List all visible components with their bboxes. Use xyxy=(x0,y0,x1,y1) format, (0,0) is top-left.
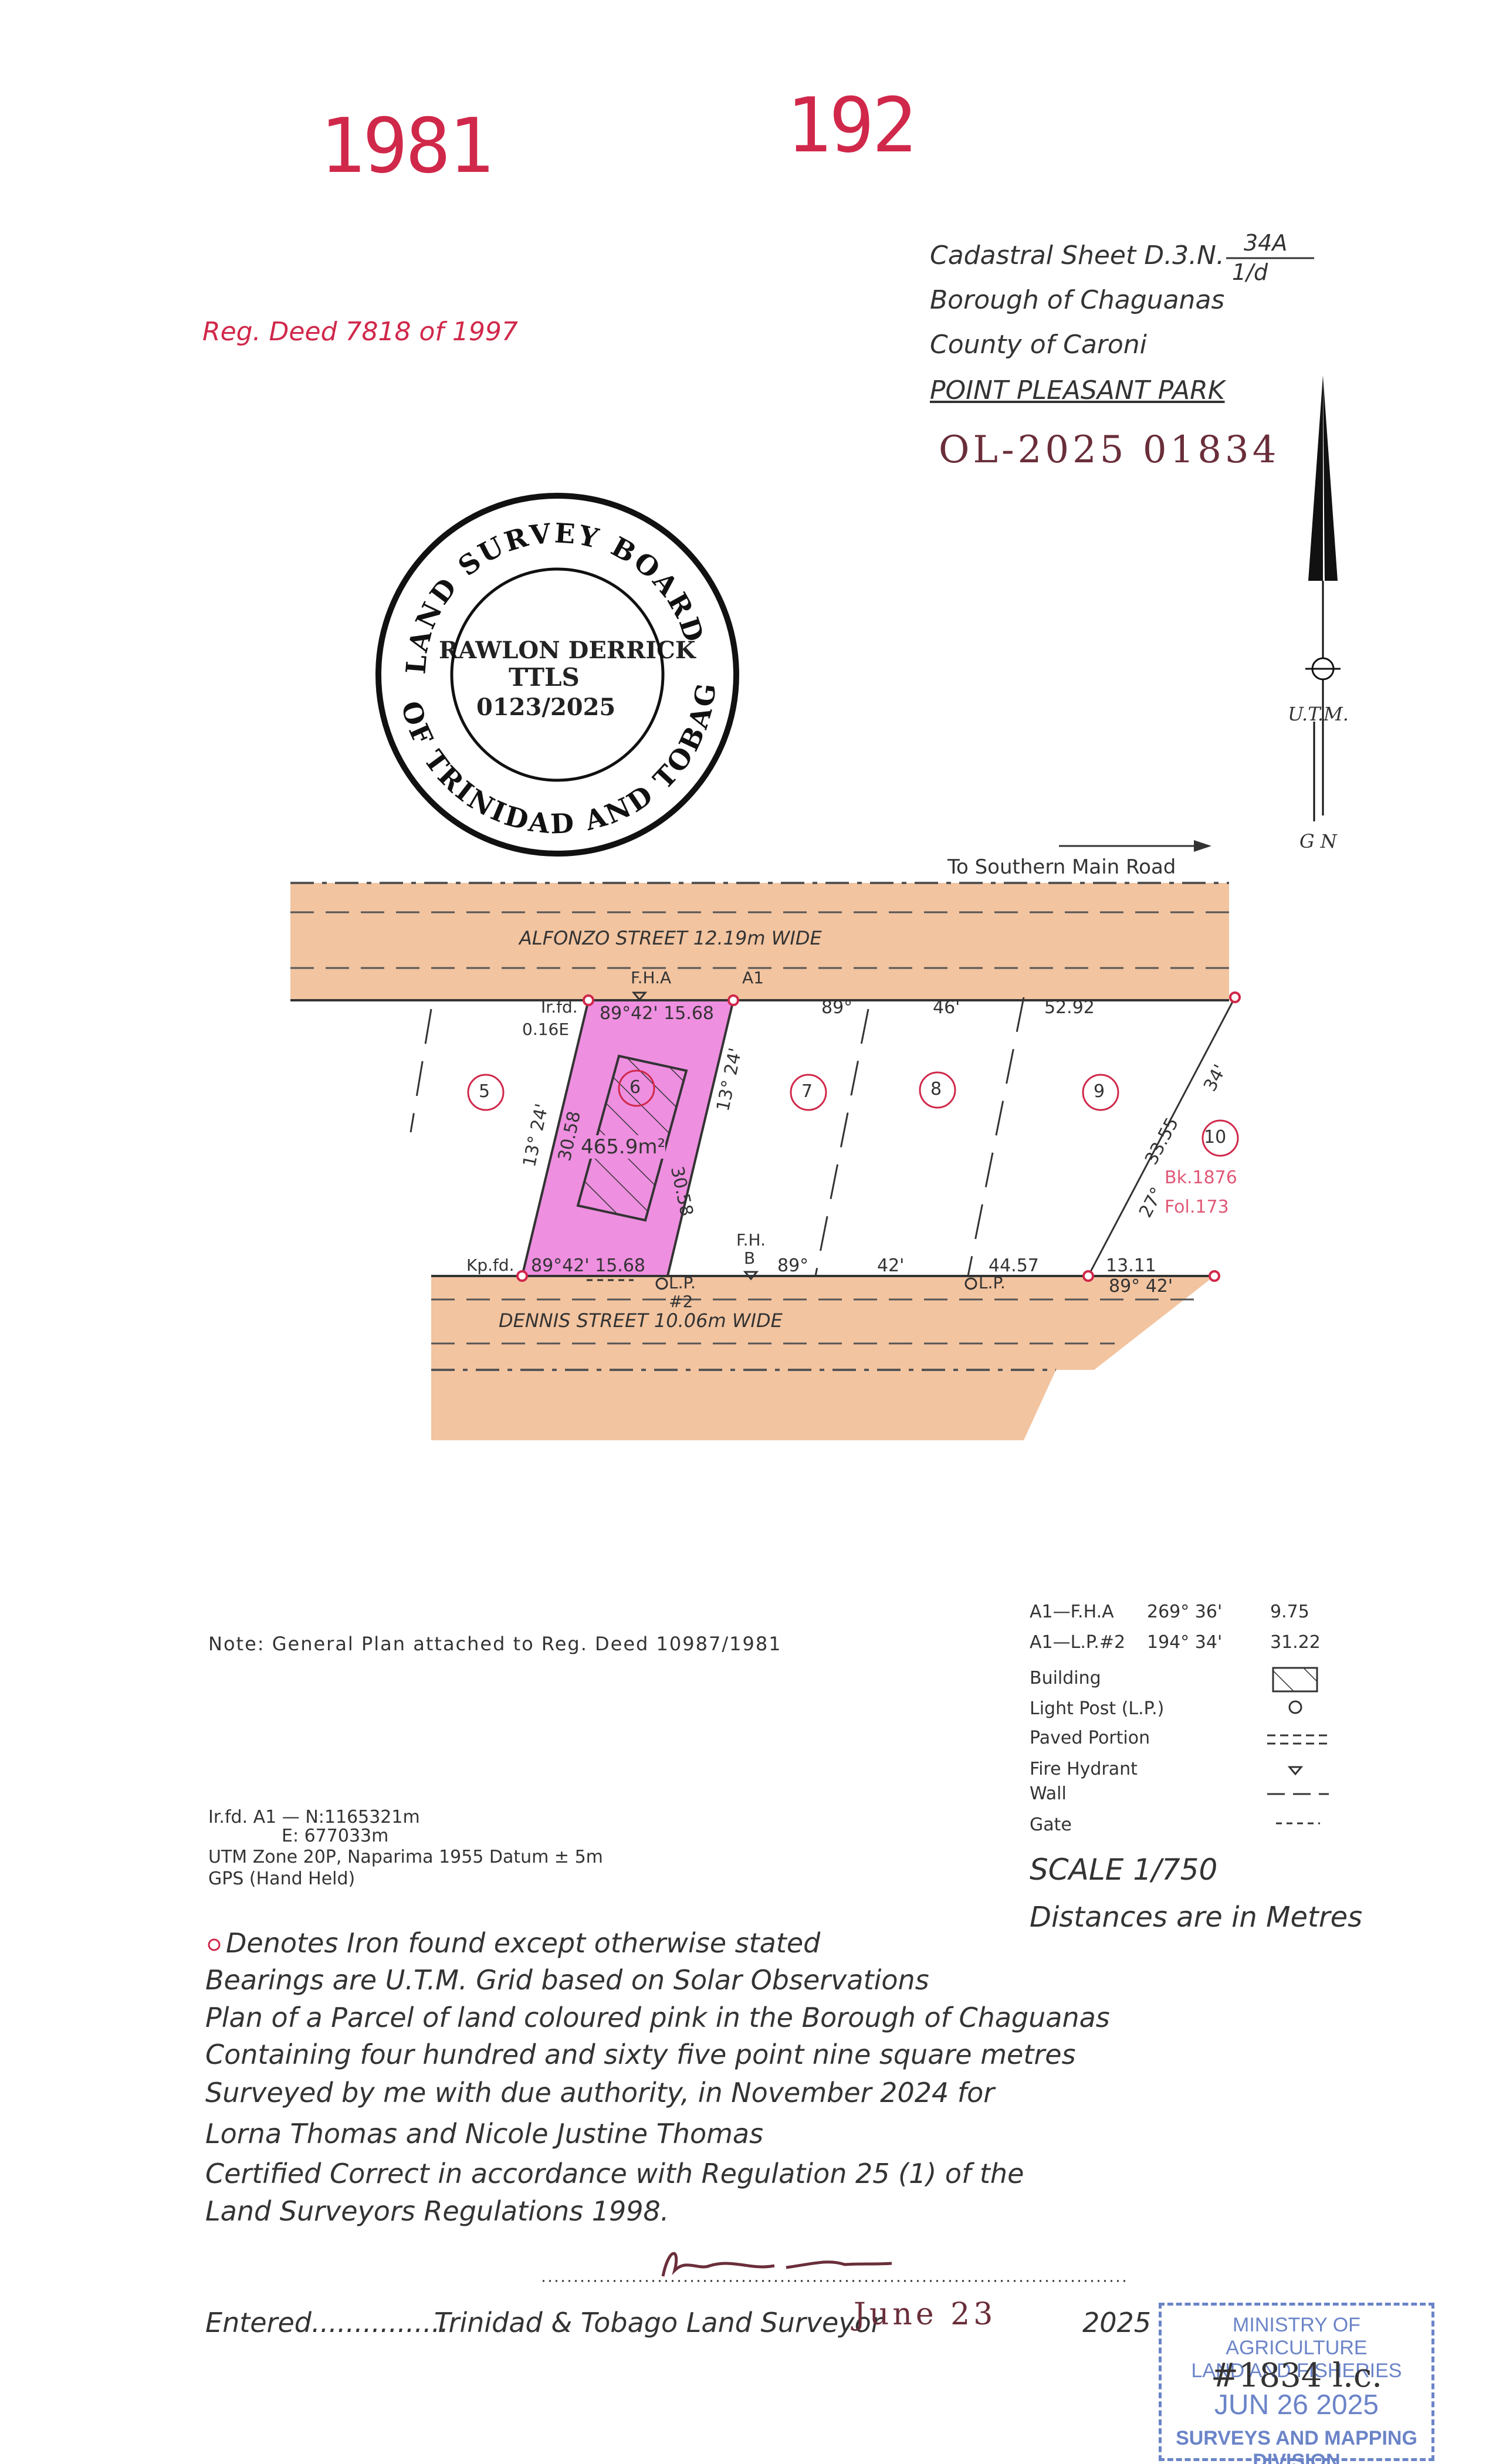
top-46: 46' xyxy=(933,997,960,1018)
legend-hydrant: Fire Hydrant xyxy=(1030,1759,1138,1779)
cert-line-2: Bearings are U.T.M. Grid based on Solar … xyxy=(205,1964,929,1996)
deed-year-number: 1981 xyxy=(320,103,493,190)
dennis-street xyxy=(431,1275,1214,1440)
utm-label: U.T.M. xyxy=(1288,703,1349,725)
legend-symbols xyxy=(1267,1667,1329,1825)
alfonzo-street-label: ALFONZO STREET 12.19m WIDE xyxy=(519,927,822,949)
bottom-89-42: 89° 42' xyxy=(1109,1276,1173,1297)
utm-zone-note: UTM Zone 20P, Naparima 1955 Datum ± 5m xyxy=(208,1847,603,1867)
lot-7: 7 xyxy=(801,1081,813,1102)
sheet-numerator: 34A xyxy=(1244,230,1288,256)
seal-number: 0123/2025 xyxy=(476,693,616,721)
cert-line-1: Denotes Iron found except otherwise stat… xyxy=(226,1927,821,1959)
distances-note: Distances are in Metres xyxy=(1030,1901,1363,1934)
cert-line-3: Plan of a Parcel of land coloured pink i… xyxy=(205,2002,1110,2033)
park-label: POINT PLEASANT PARK xyxy=(930,375,1225,405)
svg-text:OF TRINIDAD AND TOBAGO: OF TRINIDAD AND TOBAGO xyxy=(0,0,722,840)
irfd-coordinates-east: E: 677033m xyxy=(282,1826,389,1846)
scale-label: SCALE 1/750 xyxy=(1030,1853,1218,1887)
tie-a1-lp2: A1—L.P.#2 xyxy=(1030,1632,1126,1653)
lot-9: 9 xyxy=(1094,1081,1105,1102)
tie-a1-fha-distance: 9.75 xyxy=(1270,1602,1309,1622)
alfonzo-street xyxy=(290,882,1229,1001)
north-arrow xyxy=(1305,375,1341,821)
county-label: County of Caroni xyxy=(930,330,1147,360)
lot-5: 5 xyxy=(479,1081,490,1102)
fire-hydrant-b-label: F.H. xyxy=(736,1230,766,1250)
lp2-label: L.P. xyxy=(669,1273,696,1292)
general-plan-note: Note: General Plan attached to Reg. Deed… xyxy=(208,1633,782,1655)
lot-8: 8 xyxy=(930,1079,942,1099)
bottom-1311: 13.11 xyxy=(1106,1255,1156,1276)
bottom-4457: 44.57 xyxy=(989,1255,1039,1276)
legend-wall: Wall xyxy=(1030,1783,1067,1804)
cert-line-8: Land Surveyors Regulations 1998. xyxy=(205,2195,669,2227)
legend-light-post: Light Post (L.P.) xyxy=(1030,1698,1165,1719)
fha-label: F.H.A xyxy=(631,968,672,987)
seal-title: TTLS xyxy=(509,663,580,692)
book-ref: Bk.1876 xyxy=(1165,1167,1237,1188)
cadastral-sheet-label: Cadastral Sheet D.3.N. xyxy=(930,241,1224,270)
bottom-42: 42' xyxy=(877,1255,905,1276)
tie-a1-fha-bearing: 269° 36' xyxy=(1147,1602,1223,1622)
lp2-number-label: #2 xyxy=(669,1292,693,1311)
stamp-handwritten-ref: #1834 l.c. xyxy=(1210,2357,1383,2395)
surveyor-label: Trinidad & Tobago Land Surveyor xyxy=(434,2307,882,2338)
irfd-coordinates-north: Ir.fd. A1 — N:1165321m xyxy=(208,1807,420,1827)
seal-arc-text-bottom: OF TRINIDAD AND TOBAGO xyxy=(0,0,720,840)
seal-surveyor-name: RAWLON DERRICK xyxy=(439,637,696,664)
a1-label: A1 xyxy=(742,968,764,987)
seal-arc-text: LAND SURVEY BOARD xyxy=(400,517,708,675)
ministry-received-stamp: MINISTRY OF AGRICULTURE LAND AND FISHERI… xyxy=(1159,2303,1434,2464)
sheet-denominator: 1/d xyxy=(1232,259,1268,285)
stamp-line-4: SURVEYS AND MAPPING xyxy=(1176,2427,1417,2449)
legend-building: Building xyxy=(1030,1668,1101,1688)
tie-a1-lp2-distance: 31.22 xyxy=(1270,1632,1321,1653)
iron-offset-label: 0.16E xyxy=(522,1020,570,1039)
iron-found-label: Ir.fd. xyxy=(541,997,578,1017)
stamp-date: JUN 26 2025 xyxy=(1214,2389,1379,2421)
to-southern-main-road: To Southern Main Road xyxy=(947,855,1176,879)
tie-a1-lp2-bearing: 194° 34' xyxy=(1147,1632,1223,1653)
parcel-area-label: 465.9m² xyxy=(581,1135,666,1159)
cert-line-5: Surveyed by me with due authority, in No… xyxy=(205,2077,995,2108)
lot-10: 10 xyxy=(1204,1127,1227,1148)
dennis-street-label: DENNIS STREET 10.06m WIDE xyxy=(499,1309,783,1332)
borough-label: Borough of Chaguanas xyxy=(930,285,1225,315)
legend-paved: Paved Portion xyxy=(1030,1728,1150,1748)
bottom-bearing-label: 89°42' 15.68 xyxy=(531,1255,646,1276)
top-bearing-label: 89°42' 15.68 xyxy=(600,1003,715,1024)
tie-a1-fha: A1—F.H.A xyxy=(1030,1602,1114,1622)
kp-fd-label: Kp.fd. xyxy=(466,1255,515,1275)
cert-line-6: Lorna Thomas and Nicole Justine Thomas xyxy=(205,2118,764,2150)
svg-text:LAND SURVEY BOARD: LAND SURVEY BOARD xyxy=(400,517,710,675)
cert-line-4: Containing four hundred and sixty five p… xyxy=(205,2039,1076,2070)
land-survey-board-seal: LAND SURVEY BOARD OF TRINIDAD AND TOBAGO xyxy=(0,0,739,857)
reg-deed-note: Reg. Deed 7818 of 1997 xyxy=(202,317,518,347)
entered-label: Entered................ xyxy=(205,2307,449,2338)
handwritten-date: June 23 xyxy=(854,2297,997,2332)
cert-line-7: Certified Correct in accordance with Reg… xyxy=(205,2158,1024,2189)
grid-north-label: G N xyxy=(1299,830,1337,852)
legend-gate: Gate xyxy=(1030,1815,1072,1835)
light-post-label: L.P. xyxy=(979,1273,1006,1292)
file-reference-handwritten: OL-2025 01834 xyxy=(939,428,1280,472)
top-89: 89° xyxy=(821,997,853,1018)
lot-6: 6 xyxy=(629,1077,641,1098)
plan-number: 192 xyxy=(786,82,917,170)
fire-hydrant-b-letter: B xyxy=(744,1248,756,1268)
folio-ref: Fol.173 xyxy=(1165,1197,1229,1217)
stamp-line-5: DIVISION xyxy=(1253,2450,1341,2464)
stamp-line-1: MINISTRY OF AGRICULTURE xyxy=(1226,2314,1368,2359)
gps-note: GPS (Hand Held) xyxy=(208,1869,356,1889)
bottom-89: 89° xyxy=(777,1255,809,1276)
stamp-line-2: LAND AND FISHERIES xyxy=(1191,2360,1402,2382)
top-5292: 52.92 xyxy=(1044,997,1095,1018)
certificate-year: 2025 xyxy=(1082,2307,1152,2338)
surveyor-signature xyxy=(661,2252,892,2277)
